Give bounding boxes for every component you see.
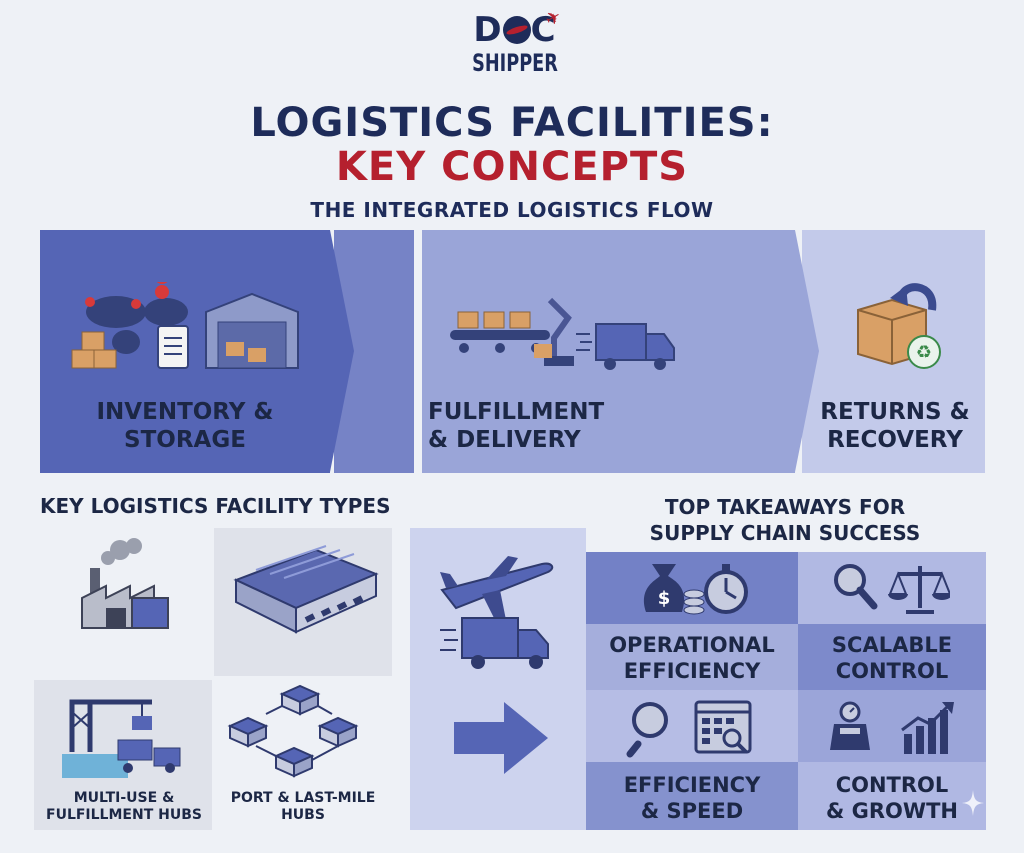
page-title-highlight: KEY CONCEPTS xyxy=(335,144,689,190)
last-mile-hubs-icon xyxy=(227,684,359,778)
takeaway-label-cell xyxy=(586,762,798,830)
conveyor-robot-truck-icon xyxy=(450,297,675,370)
logo-subtext: SHIPPER xyxy=(472,49,558,77)
port-crane-icon xyxy=(62,699,181,778)
takeaway-icon-cell xyxy=(586,690,798,762)
factory-icon xyxy=(81,538,169,629)
takeaway-label-efficiency-speed: EFFICIENCY& SPEED xyxy=(623,773,761,823)
svg-text:♻: ♻ xyxy=(916,342,932,363)
world-map-warehouse-icon xyxy=(71,282,299,369)
money-bag-stopwatch-icon: $ xyxy=(643,564,748,615)
takeaway-label-cell xyxy=(586,624,798,690)
flow-label-returns: RETURNS &RECOVERY xyxy=(820,399,970,453)
page-title: LOGISTICS FACILITIES: xyxy=(250,100,774,146)
weighing-scale-chart-icon xyxy=(830,701,954,754)
flow-label-inventory: INVENTORY &STORAGE xyxy=(96,399,274,453)
flow-arrow xyxy=(330,230,354,472)
plane-truck-icon xyxy=(440,556,554,669)
globe-icon xyxy=(502,16,531,44)
right-arrow-icon xyxy=(454,702,548,774)
distribution-center-icon xyxy=(233,545,379,634)
magnifier-dashboard-icon xyxy=(626,700,752,758)
takeaway-icon-cell xyxy=(798,690,986,762)
flow-arrow xyxy=(795,230,819,472)
facility-label-multi-use: MULTI-USE &FULFILLMENT HUBS xyxy=(46,790,202,823)
flow-label-fulfillment: FULFILLMENT& DELIVERY xyxy=(428,399,605,453)
svg-text:$: $ xyxy=(658,588,671,609)
magnifier-scale-icon xyxy=(834,564,950,614)
flow-subtitle: THE INTEGRATED LOGISTICS FLOW xyxy=(310,198,714,222)
takeaway-label-control-growth: CONTROL& GROWTH xyxy=(826,773,958,823)
sparkle-icon xyxy=(962,790,984,816)
facility-types-heading: KEY LOGISTICS FACILITY TYPES xyxy=(40,494,391,518)
takeaway-label-cell xyxy=(798,762,986,830)
return-box-recycle-icon: ♻ xyxy=(857,283,941,369)
takeaway-label-cell xyxy=(798,624,986,690)
